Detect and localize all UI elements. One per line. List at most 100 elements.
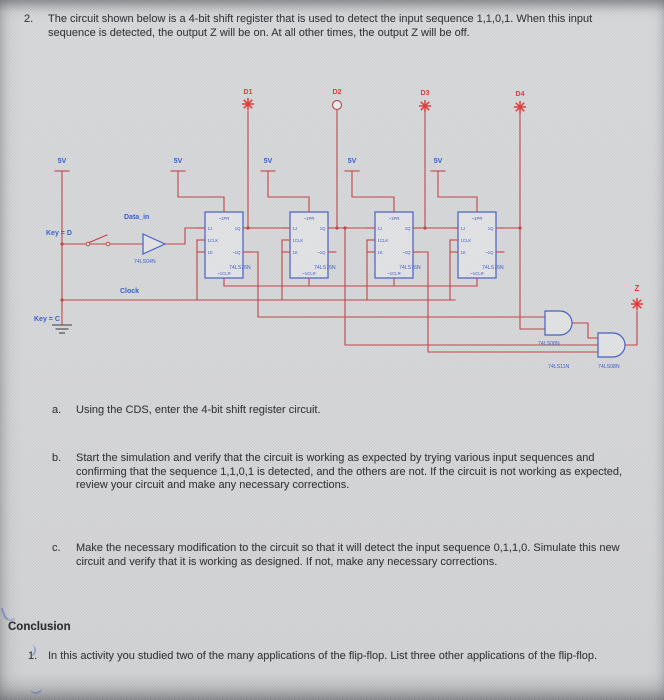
power-supply-5: 5V <box>430 158 446 181</box>
pin-label-j: 1J <box>293 226 298 231</box>
pin-label-clk: 1CLK <box>461 238 472 243</box>
pin-label-clk: 1CLK <box>378 238 389 243</box>
power-bar-icon <box>344 170 360 181</box>
wire-junctions <box>60 226 522 302</box>
power-supply-3: 5V <box>260 158 276 181</box>
pin-label-k: 1K <box>208 250 213 255</box>
power-bar-icon <box>430 170 446 181</box>
pin-label-j: 1J <box>208 226 213 231</box>
key-d-label: Key = D <box>46 230 72 237</box>
step-b: b. Start the simulation and verify that … <box>52 452 626 493</box>
power-supply-2: 5V <box>170 158 186 181</box>
power-5v-label: 5V <box>58 158 67 165</box>
power-bar-icon <box>260 170 276 181</box>
step-c-letter: c. <box>52 542 61 554</box>
pin-label-pr: ~1PR <box>304 216 315 221</box>
flip-flop-1: 1J 1CLK 1K 1Q ~1Q ~1PR ~1CLR 74LS76N <box>196 203 252 287</box>
pin-label-k: 1K <box>293 250 298 255</box>
power-5v-label: 5V <box>264 158 273 165</box>
pin-label-k: 1K <box>378 250 383 255</box>
probe-on-icon <box>242 98 254 110</box>
flip-flop-body <box>457 211 497 279</box>
flip-flop-4: 1J 1CLK 1K 1Q ~1Q ~1PR ~1CLR 74LS76N <box>449 203 505 287</box>
and-gate-2: 74LS11N 74LS08N <box>548 332 626 370</box>
power-supply-4: 5V <box>344 158 360 181</box>
probe-off-icon <box>331 99 343 111</box>
output-z-label: Z <box>635 284 640 293</box>
pin-label-q: 1Q <box>405 226 411 231</box>
power-5v-label: 5V <box>348 158 357 165</box>
ground-icon <box>52 324 72 334</box>
step-a-letter: a. <box>52 404 62 416</box>
flip-flop-pin-stubs <box>281 203 337 287</box>
pin-label-clr: ~1CLR <box>470 271 484 276</box>
pin-label-qn: ~1Q <box>402 250 411 255</box>
probe-d3-label: D3 <box>421 90 430 97</box>
probe-on-icon <box>419 100 431 112</box>
pin-label-q: 1Q <box>235 226 241 231</box>
flip-flop-3: 1J 1CLK 1K 1Q ~1Q ~1PR ~1CLR 74LS76N <box>366 203 422 287</box>
power-bar-icon <box>54 170 70 181</box>
probe-on-icon <box>514 101 526 113</box>
key-c-label: Key = C <box>34 316 60 323</box>
conclusion-item-number: 1. <box>28 650 38 662</box>
pin-label-clk: 1CLK <box>293 238 304 243</box>
flip-flop-part-label: 74LS76N <box>482 265 504 271</box>
data-in-label: Data_in <box>124 214 149 221</box>
and-gate-3-label: 74LS08N <box>598 364 620 370</box>
pin-label-pr: ~1PR <box>219 216 230 221</box>
clock-label: Clock <box>120 288 139 295</box>
step-b-letter: b. <box>52 452 62 464</box>
pin-label-clr: ~1CLR <box>217 271 231 276</box>
flip-flop-body <box>289 211 329 279</box>
question-2-number: 2. <box>24 13 34 25</box>
flip-flop-part-label: 74LS76N <box>399 265 421 271</box>
and-gate-1: 74LS08N <box>538 310 573 347</box>
flip-flop-body <box>204 211 244 279</box>
question-2: 2. The circuit shown below is a 4-bit sh… <box>24 13 626 40</box>
question-2-text: The circuit shown below is a 4-bit shift… <box>48 13 593 39</box>
power-5v-label: 5V <box>174 158 183 165</box>
flip-flop-part-label: 74LS76N <box>229 265 251 271</box>
step-b-text: Start the simulation and verify that the… <box>76 452 623 492</box>
pin-label-qn: ~1Q <box>317 250 326 255</box>
power-bar-icon <box>170 170 186 181</box>
and-gate-2-label: 74LS11N <box>548 364 569 370</box>
inverter-part-label: 74LS04N <box>134 259 156 265</box>
conclusion-item-text: In this activity you studied two of the … <box>48 650 598 662</box>
probe-d4: D4 <box>514 91 526 113</box>
flip-flop-pin-stubs <box>366 203 422 287</box>
and-gate-1-label: 74LS08N <box>538 341 560 347</box>
pin-label-qn: ~1Q <box>485 250 494 255</box>
flip-flop-part-label: 74LS76N <box>314 265 336 271</box>
pin-label-j: 1J <box>378 226 383 231</box>
pin-label-pr: ~1PR <box>472 216 483 221</box>
pin-label-k: 1K <box>461 250 466 255</box>
probe-d1: D1 <box>242 89 254 110</box>
flip-flop-pin-stubs <box>449 203 505 287</box>
switch-key-d <box>85 234 111 247</box>
pin-label-q: 1Q <box>320 226 326 231</box>
circuit-diagram: 5V 5V 5V 5V 5V Key = D Data_i <box>34 89 643 370</box>
probe-d2-label: D2 <box>333 89 342 96</box>
conclusion-heading: Conclusion <box>8 621 71 633</box>
flip-flop-pin-stubs <box>196 203 252 287</box>
power-5v-label: 5V <box>434 158 443 165</box>
pin-label-qn: ~1Q <box>232 250 241 255</box>
pin-label-clr: ~1CLR <box>302 271 316 276</box>
probe-d3: D3 <box>419 90 431 112</box>
pen-mark <box>0 604 16 624</box>
step-c-text: Make the necessary modification to the c… <box>76 542 620 568</box>
probe-z-on-icon <box>631 298 643 310</box>
probe-d2: D2 <box>331 89 343 111</box>
flip-flop-2: 1J 1CLK 1K 1Q ~1Q ~1PR ~1CLR 74LS76N <box>281 203 337 287</box>
pin-label-clk: 1CLK <box>208 238 219 243</box>
power-supply-1: 5V <box>54 158 70 181</box>
pin-label-j: 1J <box>461 226 466 231</box>
pen-mark <box>29 681 43 695</box>
probe-d1-label: D1 <box>244 89 253 96</box>
conclusion-item-1: 1. In this activity you studied two of t… <box>28 650 623 664</box>
step-c: c. Make the necessary modification to th… <box>52 542 626 569</box>
pin-label-pr: ~1PR <box>389 216 400 221</box>
